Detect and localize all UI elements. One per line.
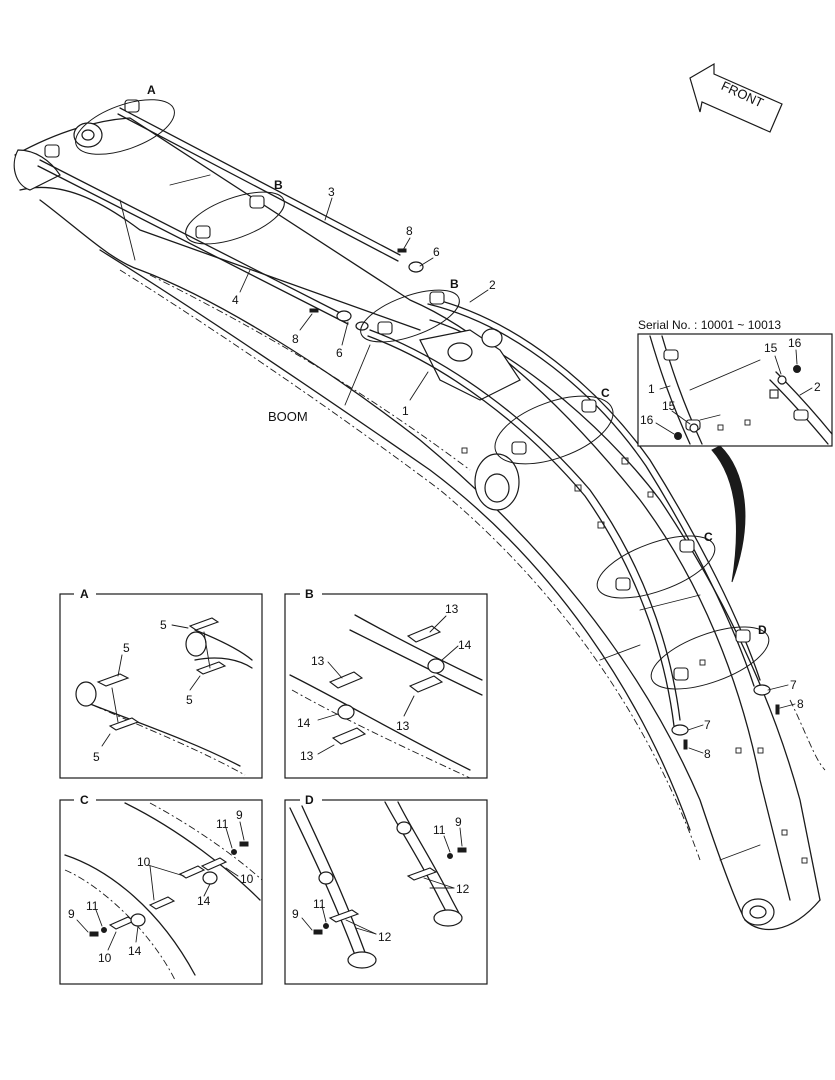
- detail-c-callout-10-right: 10: [240, 872, 254, 886]
- callout-3: 3: [328, 185, 335, 199]
- detail-d-title: D: [305, 793, 314, 807]
- detail-view-markers: [75, 99, 770, 690]
- detail-b-callout-14-left: 14: [297, 716, 311, 730]
- detail-c-title: C: [80, 793, 89, 807]
- detail-a-callout-5-bottom-right: 5: [186, 693, 193, 707]
- detail-a-callout-5-top-right: 5: [160, 618, 167, 632]
- serial-inset: Serial No. : 10001 ~ 10013 1 2 15 16 15 …: [637, 318, 833, 583]
- callout-1-main: 1: [402, 404, 409, 418]
- marker-b-1: B: [274, 178, 283, 192]
- callout-8-top: 8: [406, 224, 413, 238]
- detail-b-callout-13-bottom-right: 13: [396, 719, 410, 733]
- inset-callout-16-top: 16: [788, 336, 802, 350]
- inset-callout-2: 2: [814, 380, 821, 394]
- detail-c-callout-9-left: 9: [68, 907, 75, 921]
- detail-a-title: A: [80, 587, 89, 601]
- marker-c-2: C: [704, 530, 713, 544]
- marker-c-1: C: [601, 386, 610, 400]
- detail-d-callout-11-left: 11: [313, 897, 326, 911]
- callout-6-mid: 6: [336, 346, 343, 360]
- detail-b-callout-13-top-left: 13: [311, 654, 325, 668]
- detail-a-callout-5-top-left: 5: [123, 641, 130, 655]
- marker-b-2: B: [450, 277, 459, 291]
- hydraulic-pipes: [37, 107, 761, 727]
- detail-d-callout-12-bottom: 12: [378, 930, 392, 944]
- main-view-clamps: [44, 99, 780, 750]
- inset-callout-15-bottom: 15: [662, 399, 676, 413]
- main-callouts: 3 4 8 6 8 6 2 1 7 8 7 8: [232, 185, 804, 761]
- callout-7-right: 7: [790, 678, 797, 692]
- detail-c-callout-9-right: 9: [236, 808, 243, 822]
- detail-b-callout-13-top-right: 13: [445, 602, 459, 616]
- inset-callout-1: 1: [648, 382, 655, 396]
- detail-c-callout-14-right: 14: [197, 894, 211, 908]
- front-arrow: FRONT: [689, 62, 783, 133]
- callout-8-mid: 8: [292, 332, 299, 346]
- boom-body: [13, 117, 826, 931]
- detail-b-callout-13-bottom-left: 13: [300, 749, 314, 763]
- detail-view-b: B 13 13 13 13 14 14: [284, 586, 488, 779]
- callout-6-top: 6: [433, 245, 440, 259]
- marker-d: D: [758, 623, 767, 637]
- detail-b-callout-14-right: 14: [458, 638, 472, 652]
- detail-d-callout-11-right: 11: [433, 823, 446, 837]
- callout-8-right: 8: [797, 697, 804, 711]
- callout-7-lower: 7: [704, 718, 711, 732]
- detail-d-callout-9-left: 9: [292, 907, 299, 921]
- boom-label: BOOM: [268, 409, 308, 424]
- callout-2-main: 2: [489, 278, 496, 292]
- detail-c-callout-11-left: 11: [86, 899, 99, 913]
- inset-callout-16-bottom: 16: [640, 413, 654, 427]
- detail-c-callout-10-top: 10: [137, 855, 151, 869]
- callout-8-lower: 8: [704, 747, 711, 761]
- side-plate-holes: [461, 447, 808, 864]
- detail-b-title: B: [305, 587, 314, 601]
- serial-label: Serial No. : 10001 ~ 10013: [638, 318, 781, 332]
- callout-4: 4: [232, 293, 239, 307]
- detail-view-a: A 5 5 5 5: [59, 586, 263, 779]
- detail-d-callout-9-right: 9: [455, 815, 462, 829]
- marker-a: A: [147, 83, 156, 97]
- detail-c-callout-14-left: 14: [128, 944, 142, 958]
- detail-a-callout-5-bottom-left: 5: [93, 750, 100, 764]
- detail-d-callout-12-top: 12: [456, 882, 470, 896]
- detail-view-c: C 9 9 10 10 10 11 11 14 14: [59, 792, 263, 985]
- detail-c-callout-11-right: 11: [216, 817, 229, 831]
- inset-callout-15-top: 15: [764, 341, 778, 355]
- detail-view-d: D 9 9 11 11 12 12: [284, 792, 488, 985]
- detail-c-callout-10-bottom: 10: [98, 951, 112, 965]
